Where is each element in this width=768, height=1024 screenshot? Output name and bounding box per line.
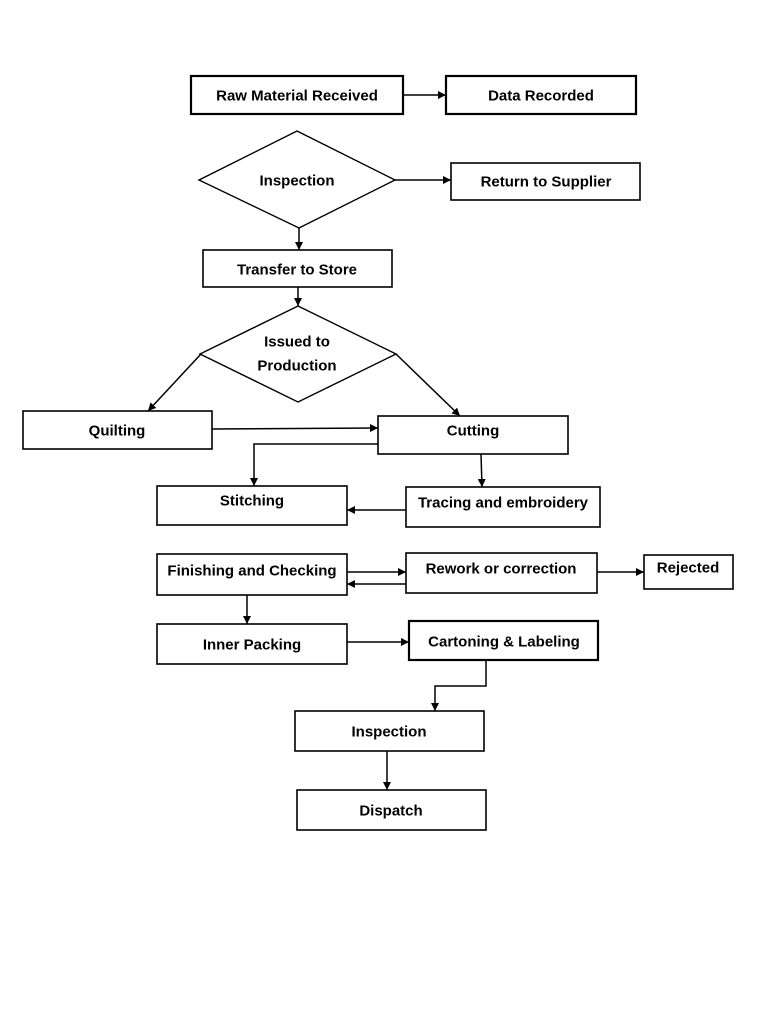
arrow-cartoning-to-final-inspection xyxy=(431,660,487,711)
node-label-line-1: Issued to xyxy=(264,334,330,351)
node-data-recorded: Data Recorded xyxy=(444,74,638,116)
node-label: Inspection xyxy=(259,173,334,190)
process-box xyxy=(156,623,348,665)
arrow-cutting-to-stitching xyxy=(250,443,378,486)
decision-diamond xyxy=(198,305,398,403)
node-transfer-to-store: Transfer to Store xyxy=(202,249,393,288)
node-label: Inspection xyxy=(351,724,426,741)
node-inner-packing: Inner Packing xyxy=(156,623,348,665)
node-return-to-supplier: Return to Supplier xyxy=(450,162,641,201)
arrow-issued-to-production-to-cutting xyxy=(395,353,461,417)
node-rejected: Rejected xyxy=(643,554,734,590)
arrow-quilting-to-cutting xyxy=(211,424,379,433)
node-label: Transfer to Store xyxy=(237,262,357,279)
node-raw-material-received: Raw Material Received xyxy=(189,74,405,116)
node-label: Quilting xyxy=(89,423,146,440)
process-box xyxy=(296,789,487,831)
node-dispatch: Dispatch xyxy=(296,789,487,831)
process-box xyxy=(294,710,485,752)
node-finishing-and-checking: Finishing and Checking xyxy=(156,553,348,596)
node-label: Rework or correction xyxy=(426,561,577,578)
process-box xyxy=(405,486,601,528)
node-label: Tracing and embroidery xyxy=(418,495,589,512)
node-inspection-decision: Inspection xyxy=(197,130,397,229)
arrow-issued-to-production-to-quilting xyxy=(147,353,202,412)
node-label: Cutting xyxy=(447,423,499,440)
process-box xyxy=(377,415,569,455)
process-box xyxy=(643,554,734,590)
arrow-cutting-to-tracing-and-embroidery xyxy=(477,453,486,488)
process-box xyxy=(189,74,405,116)
process-box xyxy=(450,162,641,201)
node-label: Raw Material Received xyxy=(216,88,378,105)
node-label: Cartoning & Labeling xyxy=(428,634,580,651)
process-box xyxy=(202,249,393,288)
node-rework-or-correction: Rework or correction xyxy=(405,552,598,594)
node-quilting: Quilting xyxy=(22,410,213,450)
process-box xyxy=(156,553,348,596)
node-stitching: Stitching xyxy=(156,485,348,526)
node-final-inspection: Inspection xyxy=(294,710,485,752)
node-label: Finishing and Checking xyxy=(167,563,336,580)
process-box xyxy=(444,74,638,116)
node-issued-to-production: Issued to Production xyxy=(198,305,398,403)
process-box xyxy=(22,410,213,450)
node-label: Dispatch xyxy=(359,803,422,820)
node-label: Rejected xyxy=(657,560,720,577)
process-box xyxy=(407,619,600,662)
node-cutting: Cutting xyxy=(377,415,569,455)
node-label: Data Recorded xyxy=(488,88,594,105)
node-label: Return to Supplier xyxy=(481,174,612,191)
decision-diamond xyxy=(197,130,397,229)
node-label-line-2: Production xyxy=(257,358,336,375)
flow-connectors xyxy=(147,91,644,790)
process-box xyxy=(156,485,348,526)
process-box xyxy=(405,552,598,594)
node-label: Inner Packing xyxy=(203,637,301,654)
node-tracing-and-embroidery: Tracing and embroidery xyxy=(405,486,601,528)
node-label: Stitching xyxy=(220,493,284,510)
node-cartoning-and-labeling: Cartoning & Labeling xyxy=(407,619,600,662)
